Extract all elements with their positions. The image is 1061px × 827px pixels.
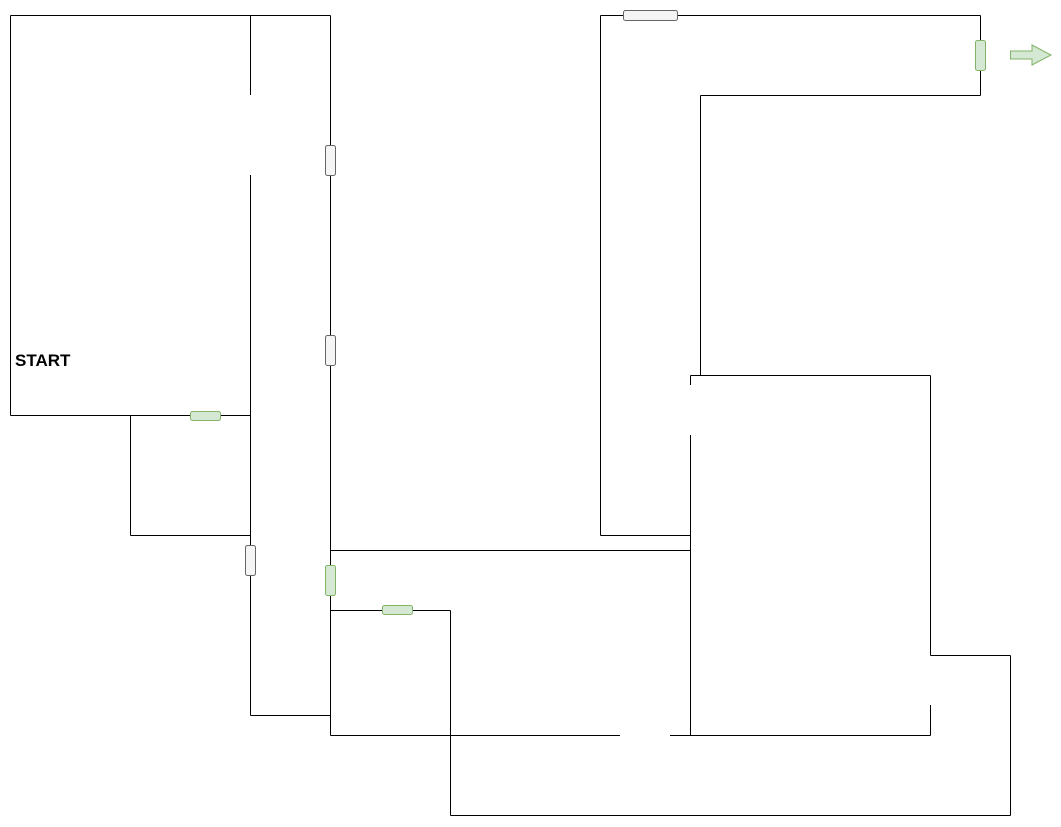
door-closed[interactable] xyxy=(623,10,678,21)
door-closed[interactable] xyxy=(325,335,336,366)
arrow-right-icon xyxy=(1010,44,1053,66)
room-small-below-start xyxy=(130,415,251,536)
room-large-right xyxy=(690,375,931,736)
door-open[interactable] xyxy=(382,605,413,615)
door-open[interactable] xyxy=(190,411,221,421)
corridor-upper-right xyxy=(600,15,981,536)
door-closed[interactable] xyxy=(245,545,256,576)
room-bottom-middle xyxy=(330,610,931,736)
door-open[interactable] xyxy=(975,40,986,71)
door-closed[interactable] xyxy=(325,145,336,176)
start-label: START xyxy=(15,351,71,370)
door-open[interactable] xyxy=(325,565,336,596)
corridor-bottom xyxy=(450,610,1011,816)
corridor-vertical xyxy=(250,15,331,736)
